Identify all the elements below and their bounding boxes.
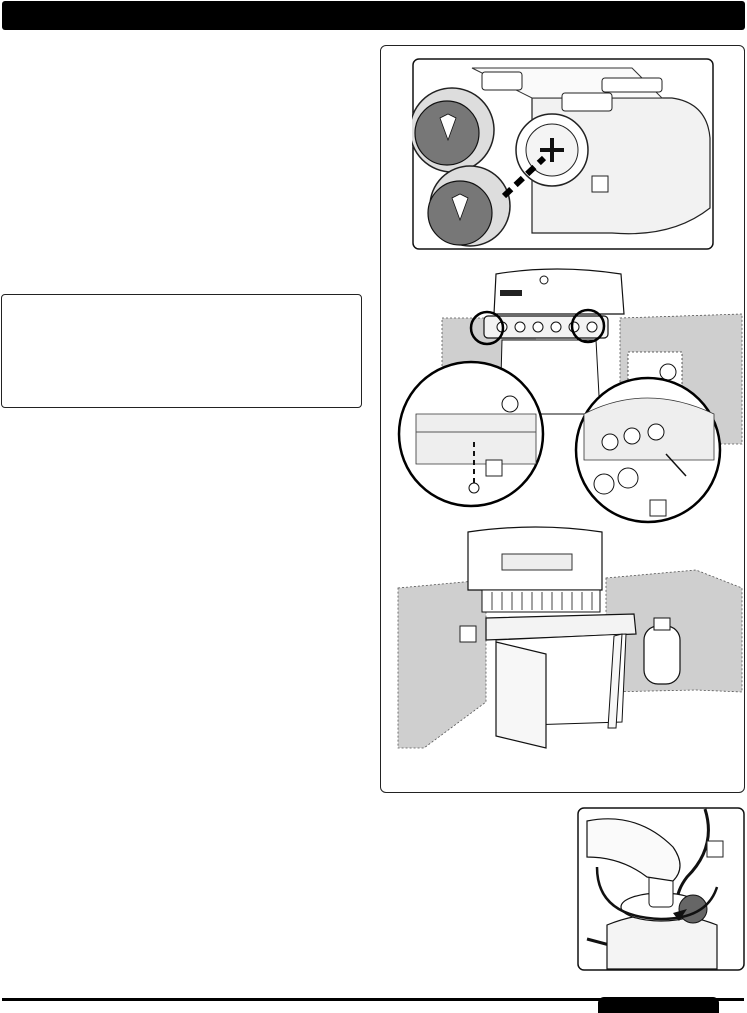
grill-enclosure-detail-illustration — [397, 268, 743, 524]
grill-in-enclosure-figure — [396, 522, 744, 752]
grill-side-detail-figure — [396, 264, 744, 526]
footer-rule — [2, 998, 744, 1001]
note-box — [1, 294, 362, 408]
header-bar — [2, 1, 745, 30]
tank-connect-figure — [577, 807, 745, 971]
burner-knob-illustration — [412, 58, 714, 250]
propane-tank-connection-illustration — [577, 807, 745, 971]
footer-page-tab — [598, 997, 719, 1013]
grill-in-enclosure-illustration — [397, 526, 743, 749]
knob-install-figure — [412, 58, 714, 250]
